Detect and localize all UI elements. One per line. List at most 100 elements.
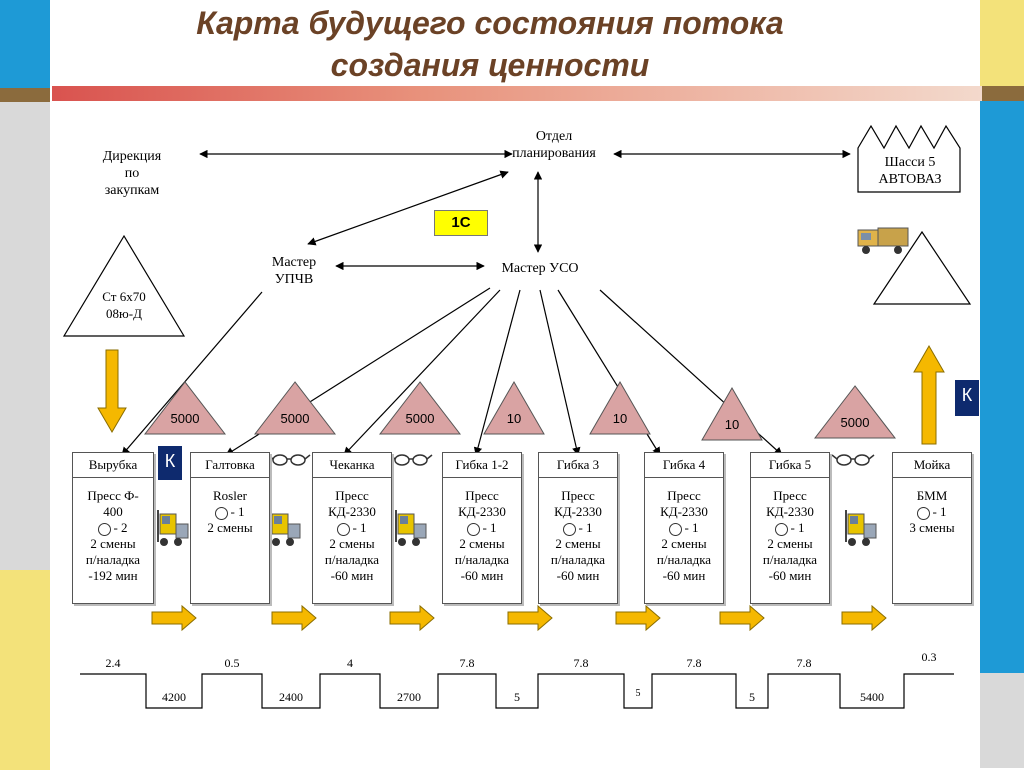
- process-equipment: Пресс КД-2330: [766, 488, 814, 519]
- glasses-icon: [831, 454, 875, 466]
- timeline-process-time: 2.4: [105, 656, 121, 670]
- operator-count: - 1: [790, 520, 805, 535]
- forklift-icon: [845, 510, 877, 546]
- info-arrow-uso-gibka12: [473, 289, 521, 456]
- process-name: Вырубка: [73, 453, 153, 478]
- push-arrow-shipping: [913, 344, 945, 445]
- timeline-process-time: 7.8: [573, 656, 589, 670]
- title-underline: [52, 86, 982, 101]
- operator-count: - 1: [578, 520, 593, 535]
- process-setup: п/наладка -60 мин: [324, 552, 380, 583]
- process-name: Мойка: [893, 453, 971, 478]
- timeline-wait-time: 2400: [279, 690, 303, 704]
- inventory-value: 5000: [405, 411, 435, 426]
- left-decor-bar: [0, 0, 50, 770]
- push-arrow-5: [615, 604, 661, 632]
- process-operators: - 1: [539, 520, 617, 536]
- inventory-triangle-6: [701, 386, 763, 441]
- timeline-ladder: [80, 673, 954, 709]
- process-shifts: 3 смены: [909, 520, 955, 535]
- page-title: Карта будущего состояния потока создания…: [60, 2, 920, 86]
- inventory-value: 10: [612, 411, 628, 426]
- right-decor-bar: [980, 0, 1024, 768]
- push-arrow-supplier: [97, 349, 127, 433]
- inventory-triangle-2: [253, 381, 337, 435]
- glasses-icon: [389, 454, 433, 466]
- process-operators: - 1: [191, 504, 269, 520]
- process-name: Галтовка: [191, 453, 269, 478]
- inventory-value: 10: [724, 417, 740, 432]
- supplier-label: Ст 6х70 08ю-Д: [102, 289, 146, 321]
- timeline-process-time: 4: [347, 656, 353, 670]
- operator-count: - 1: [932, 504, 947, 519]
- process-name: Гибка 1-2: [443, 453, 521, 478]
- process-shifts: 2 смены: [207, 520, 253, 535]
- process-name: Гибка 4: [645, 453, 723, 478]
- info-arrow-upchv-vyrubka: [121, 291, 263, 456]
- info-arrow-planning-upchv: [307, 170, 509, 246]
- node-customer: Шасси 5 АВТОВАЗ: [878, 155, 942, 187]
- process-equipment: Rosler: [213, 488, 247, 503]
- inventory-value: 5000: [840, 415, 870, 430]
- operator-icon: [467, 522, 481, 536]
- inventory-triangle-5: [589, 380, 651, 435]
- operator-icon: [775, 522, 789, 536]
- supplier-triangle: [62, 234, 186, 337]
- process-equipment: Пресс КД-2330: [328, 488, 376, 519]
- process-equipment: Пресс КД-2330: [458, 488, 506, 519]
- onec-badge: 1С: [434, 210, 488, 236]
- process-operators: - 1: [893, 504, 971, 520]
- operator-icon: [98, 522, 112, 536]
- title-underline-end: [982, 86, 1024, 101]
- operator-icon: [917, 506, 931, 520]
- operator-count: - 1: [352, 520, 367, 535]
- push-arrow-3: [389, 604, 435, 632]
- timeline-wait-time: 5: [635, 688, 641, 699]
- node-master-upchv: Мастер УПЧВ: [271, 255, 317, 287]
- operator-count: - 1: [482, 520, 497, 535]
- title-line-2: создания ценности: [330, 47, 650, 83]
- forklift-icon: [269, 510, 301, 546]
- inventory-triangle-1: [143, 381, 227, 435]
- timeline-wait-time: 5: [749, 690, 755, 704]
- process-operators: - 2: [73, 520, 153, 536]
- process-shifts: 2 смены: [90, 536, 136, 551]
- process-setup: п/наладка -60 мин: [762, 552, 818, 583]
- timeline-wait-time: 2700: [397, 690, 421, 704]
- process-name: Чеканка: [313, 453, 391, 478]
- inventory-triangle-3: [378, 381, 462, 435]
- process-operators: - 1: [751, 520, 829, 536]
- push-arrow-6: [719, 604, 765, 632]
- timeline-process-time: 0.5: [224, 656, 240, 670]
- process-equipment: Пресс КД-2330: [554, 488, 602, 519]
- push-arrow-4: [507, 604, 553, 632]
- kanban-badge-2: К: [955, 380, 979, 416]
- inventory-triangle-4: [483, 380, 545, 435]
- process-shifts: 2 смены: [459, 536, 505, 551]
- timeline-process-time: 7.8: [796, 656, 812, 670]
- sparkle-icon: [896, 8, 970, 80]
- customer-factory-icon: [857, 124, 961, 193]
- process-equipment: БММ: [916, 488, 948, 503]
- title-line-1: Карта будущего состояния потока: [196, 5, 784, 41]
- operator-icon: [563, 522, 577, 536]
- kanban-badge-1: К: [158, 446, 182, 480]
- node-procurement: Дирекция по закупкам: [102, 149, 162, 198]
- timeline-wait-time: 5: [514, 690, 520, 704]
- push-arrow-7: [841, 604, 887, 632]
- push-arrow-2: [271, 604, 317, 632]
- glasses-icon: [267, 454, 311, 466]
- process-shifts: 2 смены: [661, 536, 707, 551]
- operator-icon: [337, 522, 351, 536]
- timeline-wait-time: 5400: [860, 690, 884, 704]
- process-shifts: 2 смены: [329, 536, 375, 551]
- operator-icon: [669, 522, 683, 536]
